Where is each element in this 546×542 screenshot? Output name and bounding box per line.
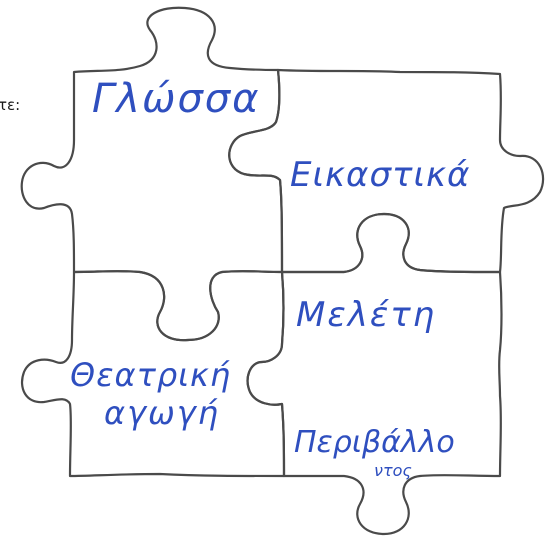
puzzle-piece-bottom-right (248, 214, 502, 534)
label-environment: Περιβάλλο (294, 425, 455, 460)
label-theatre-line1: Θεατρική (70, 356, 231, 394)
prompt-fragment: τε: (0, 96, 20, 114)
label-environment-suffix: ντος (374, 461, 412, 480)
label-language: Γλώσσα (92, 76, 261, 122)
label-visual-arts: Εικαστικά (290, 155, 470, 195)
label-study: Μελέτη (296, 295, 436, 335)
label-theatre-line2: αγωγή (104, 394, 220, 432)
